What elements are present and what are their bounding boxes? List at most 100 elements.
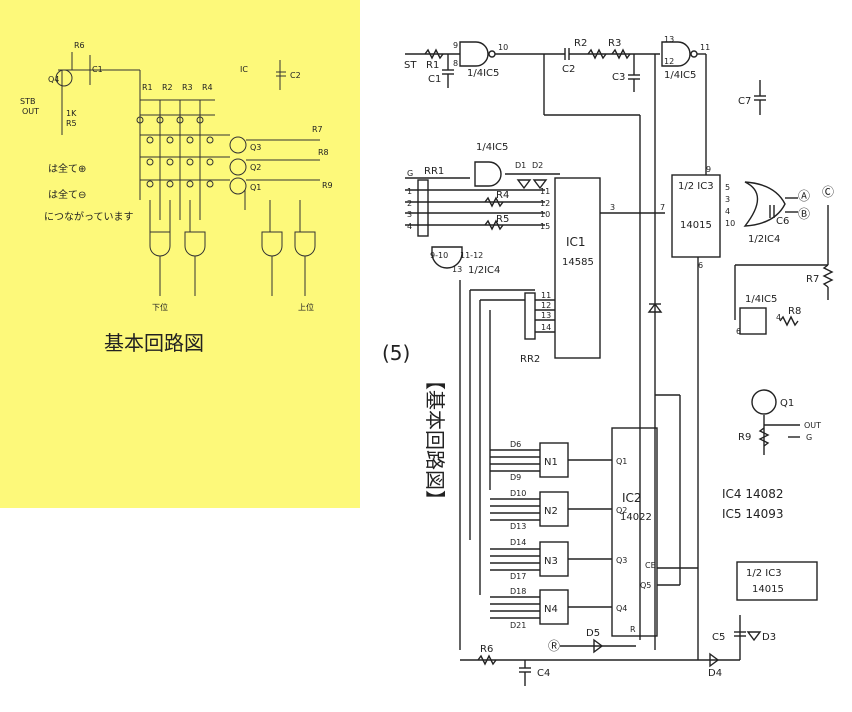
left-resistor-array: R1 R2 R3 R4 <box>136 83 230 220</box>
vertical-title: 【基本回路図】 <box>423 370 447 510</box>
label-st: ST <box>404 60 417 71</box>
ic3-chip <box>671 174 721 258</box>
label-r2: R2 <box>574 38 587 49</box>
label-n4: N4 <box>544 604 558 615</box>
svg-text:11: 11 <box>541 291 551 300</box>
ic5c-gate <box>474 161 502 187</box>
svg-text:4: 4 <box>776 313 781 322</box>
label-d3: D3 <box>762 632 776 643</box>
label-c4: C4 <box>537 668 550 679</box>
svg-text:Q3: Q3 <box>616 556 627 565</box>
svg-text:4: 4 <box>725 207 730 216</box>
svg-text:12: 12 <box>540 199 550 208</box>
label-c6: C6 <box>776 216 789 227</box>
label-r3: R3 <box>608 38 621 49</box>
label-c2: C2 <box>562 64 575 75</box>
svg-text:10: 10 <box>725 219 735 228</box>
left-gates: 下位 上位 <box>149 200 316 312</box>
label-n3: N3 <box>544 556 558 567</box>
label-ic2-part: 14022 <box>620 512 652 523</box>
svg-text:3: 3 <box>610 203 615 212</box>
label-d5: D5 <box>586 628 600 639</box>
label-ic5b: 1/4IC5 <box>664 70 696 81</box>
svg-text:6: 6 <box>736 327 741 336</box>
ic4-definition: IC4 14082 <box>722 487 784 501</box>
label-ic4b: 1/2IC4 <box>748 234 780 245</box>
label-d4: D4 <box>708 668 722 679</box>
note-title: 基本回路図 <box>104 331 204 355</box>
left-label-q4: Q4 <box>48 75 59 84</box>
ic5d-gate <box>739 307 767 335</box>
terminal-c: Ⓒ <box>822 185 834 199</box>
label-d9: D9 <box>510 473 521 482</box>
svg-text:9-10: 9-10 <box>430 251 448 260</box>
svg-text:10: 10 <box>540 210 550 219</box>
ic4b-gate <box>743 181 786 227</box>
label-ic3-half: 1/2 IC3 <box>746 568 782 579</box>
note-line-minus: は全て⊖ <box>48 188 86 201</box>
left-transistors: Q3 Q2 Q1 R7 R8 R9 <box>229 125 333 210</box>
svg-text:11: 11 <box>700 43 710 52</box>
label-ce: CE <box>645 561 656 570</box>
svg-text:Q4: Q4 <box>616 604 627 613</box>
ic2-chip <box>611 427 658 637</box>
label-ic3: 1/2 IC3 <box>678 181 714 192</box>
left-label-r7: R7 <box>312 125 323 134</box>
left-label-q2: Q2 <box>250 163 261 172</box>
left-label-r9: R9 <box>322 181 333 190</box>
ic4a-gate <box>431 246 463 269</box>
left-label-r2: R2 <box>162 83 173 92</box>
svg-text:15: 15 <box>540 222 550 231</box>
label-r9: R9 <box>738 432 751 443</box>
svg-text:12: 12 <box>664 57 674 66</box>
label-c5: C5 <box>712 632 725 643</box>
svg-text:14: 14 <box>541 323 551 332</box>
left-label-1k: 1K <box>66 109 77 118</box>
svg-text:13: 13 <box>664 35 674 44</box>
label-r6: R6 <box>480 644 493 655</box>
terminal-b: Ⓑ <box>798 207 810 221</box>
label-g2: G <box>806 433 812 442</box>
label-n2: N2 <box>544 506 558 517</box>
label-r7: R7 <box>806 274 819 285</box>
svg-text:11-12: 11-12 <box>460 251 483 260</box>
note-line-plus: は全て⊕ <box>48 162 86 175</box>
label-d13: D13 <box>510 522 526 531</box>
label-q1: Q1 <box>780 398 794 409</box>
left-label-q1: Q1 <box>250 183 261 192</box>
left-label-r3: R3 <box>182 83 193 92</box>
label-d1: D1 <box>515 161 526 170</box>
label-c1: C1 <box>428 74 441 85</box>
svg-text:12: 12 <box>541 301 551 310</box>
label-d21: D21 <box>510 621 526 630</box>
section-number: (5) <box>382 341 410 365</box>
svg-text:9: 9 <box>706 165 711 174</box>
left-label-c2: C2 <box>290 71 301 80</box>
label-out: OUT <box>804 421 821 430</box>
svg-text:4: 4 <box>407 222 412 231</box>
label-g: G <box>407 169 413 178</box>
terminal-a: Ⓐ <box>798 189 810 203</box>
ic1-chip <box>554 177 601 359</box>
label-d14: D14 <box>510 538 526 547</box>
label-d18: D18 <box>510 587 526 596</box>
left-label-r5: R5 <box>66 119 77 128</box>
yellow-note: R6 Q4 C1 STB OUT 1K R5 R1 R2 R3 R4 <box>0 0 360 508</box>
svg-text:5: 5 <box>725 183 730 192</box>
left-label-lower: 下位 <box>152 302 168 312</box>
label-r1: R1 <box>426 60 439 71</box>
label-ic3-part: 14015 <box>680 220 712 231</box>
ic3-half-box <box>736 561 818 601</box>
label-ic1-part: 14585 <box>562 257 594 268</box>
label-rr1: RR1 <box>424 166 444 177</box>
svg-text:Q2: Q2 <box>616 506 627 515</box>
label-r5: R5 <box>496 214 509 225</box>
ic5b-gate <box>661 41 691 67</box>
diode-matrix: D6 D9 D10 D13 D14 D17 D18 D21 <box>490 440 540 630</box>
label-c3: C3 <box>612 72 625 83</box>
ic5a-gate <box>459 41 489 67</box>
svg-text:3: 3 <box>407 210 412 219</box>
svg-text:9: 9 <box>453 41 458 50</box>
stb-out-line2: OUT <box>22 107 39 116</box>
